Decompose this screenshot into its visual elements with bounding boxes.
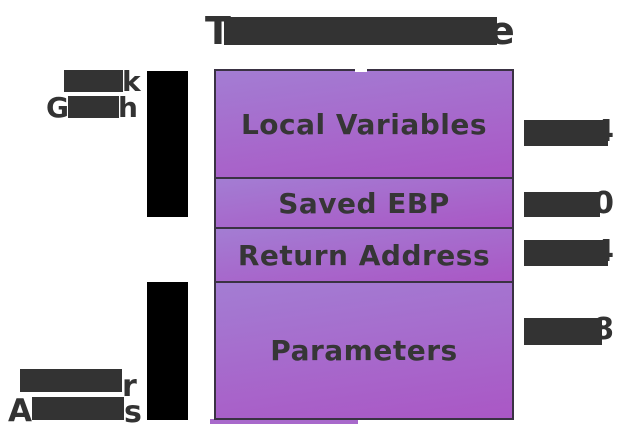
- stack-border-notch: [355, 68, 367, 72]
- local-variables-label: Local Variables: [240, 107, 488, 141]
- offset-redaction-bar: [524, 240, 608, 266]
- stack-section-parameters: Parameters: [216, 281, 512, 418]
- stack-section-local-variables: Local Variables: [216, 71, 512, 177]
- stack-section-return-address: Return Address: [216, 227, 512, 281]
- offset-label-return-address: 4: [524, 237, 614, 267]
- bottom-label-line2-fragment-end: s: [124, 395, 142, 430]
- stack-growth-line2-fragment-start: G: [46, 91, 69, 124]
- parameters-label: Parameters: [270, 334, 458, 367]
- offset-label-local-variables: 4: [524, 117, 614, 147]
- stack-growth-line2-redaction: [68, 96, 119, 118]
- bottom-label-line2-fragment-start: A: [8, 393, 32, 429]
- offset-label-parameters: 8: [524, 315, 614, 345]
- offset-redaction-bar: [524, 318, 602, 345]
- bottom-label-line1-redaction: [20, 369, 122, 392]
- offset-label-saved-ebp: 0: [524, 189, 614, 219]
- stack-growth-line1-redaction: [64, 70, 123, 92]
- offset-redaction-bar: [524, 192, 600, 217]
- stack-growth-line1-fragment: k: [122, 65, 141, 98]
- upper-arrow-redaction-bar: [147, 71, 188, 217]
- bottom-label-line2-redaction: [32, 397, 124, 420]
- lower-arrow-redaction-bar: [147, 282, 188, 420]
- stack-box-shadow: [210, 419, 358, 424]
- saved-ebp-label: Saved EBP: [278, 186, 450, 220]
- stack-box: Local Variables Saved EBP Return Address…: [214, 69, 514, 420]
- stack-section-saved-ebp: Saved EBP: [216, 177, 512, 227]
- title-redaction-bar: [224, 17, 497, 45]
- offset-redaction-bar: [524, 120, 608, 146]
- bottom-label-line1-fragment: r: [122, 369, 137, 404]
- return-address-label: Return Address: [237, 238, 491, 272]
- stack-growth-line2-fragment-end: h: [118, 91, 138, 124]
